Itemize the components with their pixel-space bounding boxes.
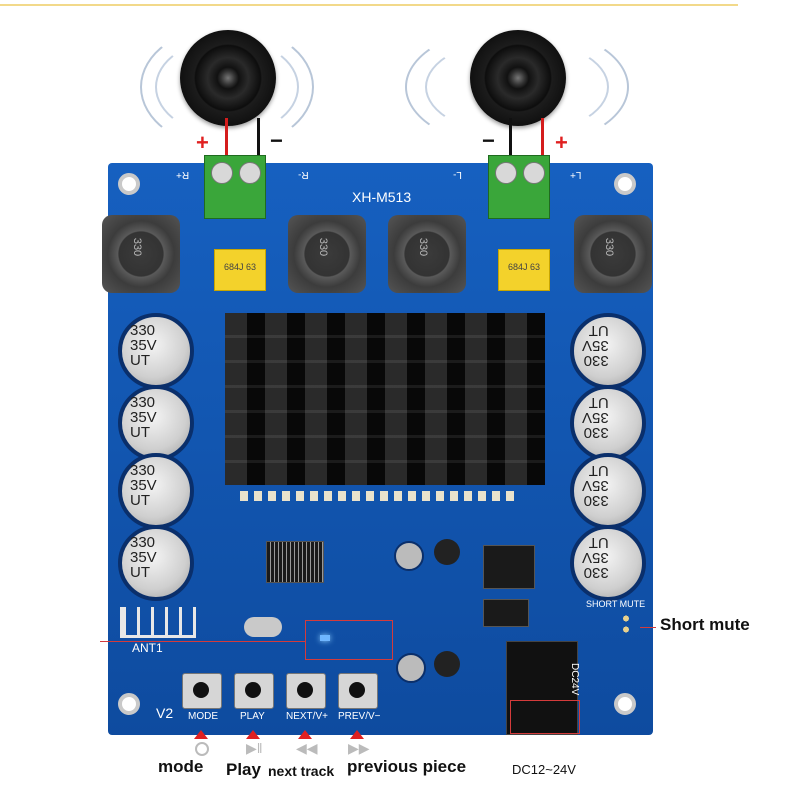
smd-component-row <box>240 491 520 501</box>
inductor-marking: 330 <box>417 237 430 257</box>
right-red-wire <box>541 118 544 163</box>
model-label: XH-M513 <box>352 189 412 205</box>
small-cap-c40 <box>394 541 424 571</box>
inductor-marking: 330 <box>131 237 144 257</box>
right-plus-sign: + <box>555 130 568 155</box>
left-plus-sign: + <box>196 130 209 155</box>
small-cap-c16 <box>434 651 460 677</box>
heatsink <box>225 313 545 485</box>
led-callout-line <box>100 641 305 642</box>
dc-voltage-silkscreen: DC24V <box>569 663 580 696</box>
mount-hole-top-right <box>614 173 636 195</box>
next-track-annotation: next track <box>268 763 335 779</box>
terminal-l-minus: L- <box>453 169 462 180</box>
film-capacitor-left: 684J 63 <box>498 249 550 291</box>
small-cap-c49 <box>396 653 426 683</box>
pcb-antenna <box>120 607 196 638</box>
next-arrow <box>298 730 312 739</box>
terminal-l-plus: L+ <box>570 169 582 180</box>
mount-hole-bottom-right <box>614 693 636 715</box>
mode-symbol-icon <box>195 742 209 756</box>
right-speaker-terminal <box>204 155 266 219</box>
left-red-wire <box>225 118 228 163</box>
previous-track-icon: ▶▶ <box>348 740 370 756</box>
mode-button[interactable] <box>182 673 222 709</box>
inductor-4: 330 <box>574 215 652 293</box>
led-callout-box <box>305 620 393 660</box>
bluetooth-chip <box>266 541 324 583</box>
mount-hole-bottom-left <box>118 693 140 715</box>
short-mute-silkscreen: SHORT MUTE <box>586 599 646 609</box>
next-track-icon: ◀◀ <box>296 740 318 756</box>
inductor-marking: 330 <box>603 237 616 257</box>
mode-button-label: MODE <box>188 711 218 722</box>
inductor-1: 330 <box>102 215 180 293</box>
top-border-line <box>0 4 738 6</box>
inductor-2: 330 <box>288 215 366 293</box>
terminal-r-minus: R- <box>298 169 309 180</box>
play-pause-icon: ▶︎‖ <box>246 740 263 756</box>
left-speaker-terminal <box>488 155 550 219</box>
play-arrow <box>246 730 260 739</box>
left-minus-sign: − <box>270 128 283 153</box>
play-button[interactable] <box>234 673 274 709</box>
mode-arrow <box>194 730 208 739</box>
small-cap-c19 <box>434 539 460 565</box>
inductor-marking: 330 <box>317 237 330 257</box>
mount-hole-top-left <box>118 173 140 195</box>
inductor-3: 330 <box>388 215 466 293</box>
play-button-label: PLAY <box>240 711 265 722</box>
dc-input-annotation: DC12~24V <box>512 762 576 777</box>
left-black-wire <box>257 118 260 163</box>
dc-callout-box <box>510 700 580 734</box>
prev-button-label: PREV/V− <box>338 711 381 722</box>
blue-led <box>320 635 330 641</box>
right-minus-sign: − <box>482 128 495 153</box>
prev-button[interactable] <box>338 673 378 709</box>
film-capacitor-right: 684J 63 <box>214 249 266 291</box>
version-label: V2 <box>156 705 174 721</box>
right-black-wire <box>509 118 512 163</box>
play-annotation: Play <box>226 760 261 779</box>
regulator-chip <box>483 545 535 589</box>
next-button-label: NEXT/V+ <box>286 711 328 722</box>
diode-ss54 <box>483 599 529 627</box>
antenna-label: ANT1 <box>132 641 163 655</box>
short-mute-callout-line <box>640 627 656 628</box>
right-speaker <box>470 30 566 126</box>
terminal-r-plus: R+ <box>176 169 190 180</box>
dc-power-jack <box>506 641 578 735</box>
short-mute-annotation: Short mute <box>660 615 750 634</box>
previous-piece-annotation: previous piece <box>347 757 467 776</box>
mode-annotation: mode <box>158 757 204 776</box>
crystal <box>244 617 282 637</box>
prev-arrow <box>350 730 364 739</box>
left-speaker <box>180 30 276 126</box>
short-mute-pins <box>622 613 630 635</box>
next-button[interactable] <box>286 673 326 709</box>
